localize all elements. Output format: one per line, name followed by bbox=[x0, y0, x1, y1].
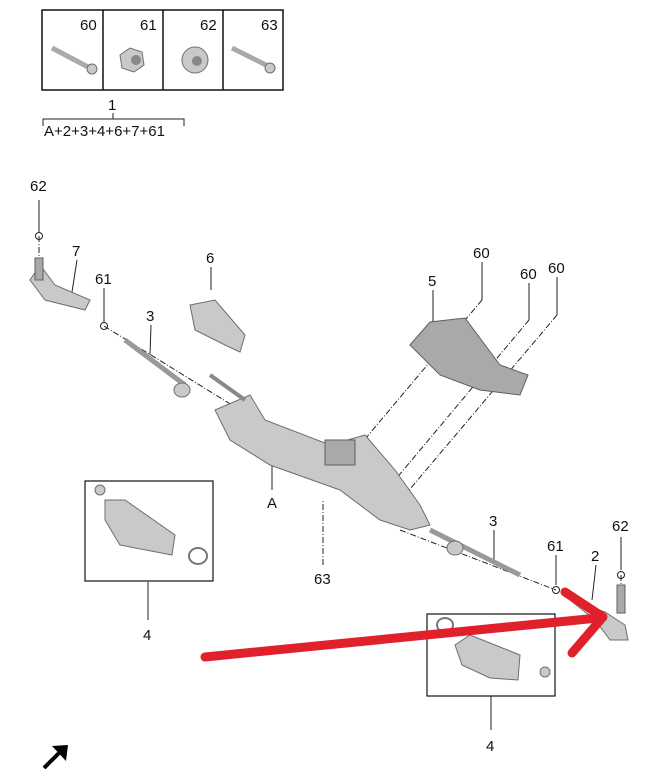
kit-cell-label: 60 bbox=[80, 17, 97, 34]
callout-62-right: 62 bbox=[612, 518, 629, 535]
kit-cell-label: 63 bbox=[261, 17, 278, 34]
bolt-63-image bbox=[230, 45, 276, 74]
callout-3-right: 3 bbox=[489, 513, 497, 530]
tie-rod-end-left bbox=[29, 257, 91, 311]
callout-63: 63 bbox=[314, 571, 331, 588]
hardware-kit-box: 60 61 62 63 1 A+2+3+4+6+7+61 bbox=[41, 9, 284, 140]
heat-shield-image bbox=[409, 317, 529, 396]
callout-61-right: 61 bbox=[547, 538, 564, 555]
bolt-60-image bbox=[50, 45, 98, 75]
callout-6: 6 bbox=[206, 250, 214, 267]
callout-7: 7 bbox=[72, 243, 80, 260]
callout-62-left: 62 bbox=[30, 178, 47, 195]
flange-nut-62-image bbox=[181, 46, 209, 74]
red-highlight-arrow bbox=[200, 587, 608, 662]
kit-cell-label: 61 bbox=[140, 17, 157, 34]
assembly-number: 1 bbox=[108, 97, 116, 114]
callout-A: A bbox=[267, 495, 277, 512]
part-6-image bbox=[189, 299, 246, 353]
nut-61-image bbox=[119, 47, 145, 73]
callout-4-left: 4 bbox=[143, 627, 151, 644]
steering-rack-image bbox=[208, 373, 522, 578]
callout-60-a: 60 bbox=[473, 245, 490, 262]
callout-60-c: 60 bbox=[548, 260, 565, 277]
direction-arrow-icon bbox=[42, 745, 68, 770]
tie-rod-left bbox=[123, 338, 191, 398]
callout-60-b: 60 bbox=[520, 266, 537, 283]
leader-lines bbox=[35, 200, 625, 730]
callout-4-right: 4 bbox=[486, 738, 494, 755]
assembly-contents: A+2+3+4+6+7+61 bbox=[44, 123, 165, 140]
callout-61-left: 61 bbox=[95, 271, 112, 288]
boot-kit-left-box bbox=[84, 480, 214, 582]
callout-2: 2 bbox=[591, 548, 599, 565]
callout-3-left: 3 bbox=[146, 308, 154, 325]
callout-5: 5 bbox=[428, 273, 436, 290]
kit-cell-label: 62 bbox=[200, 17, 217, 34]
callout-labels: 62 7 61 3 6 5 60 60 60 A 63 3 61 2 62 4 … bbox=[30, 178, 629, 755]
